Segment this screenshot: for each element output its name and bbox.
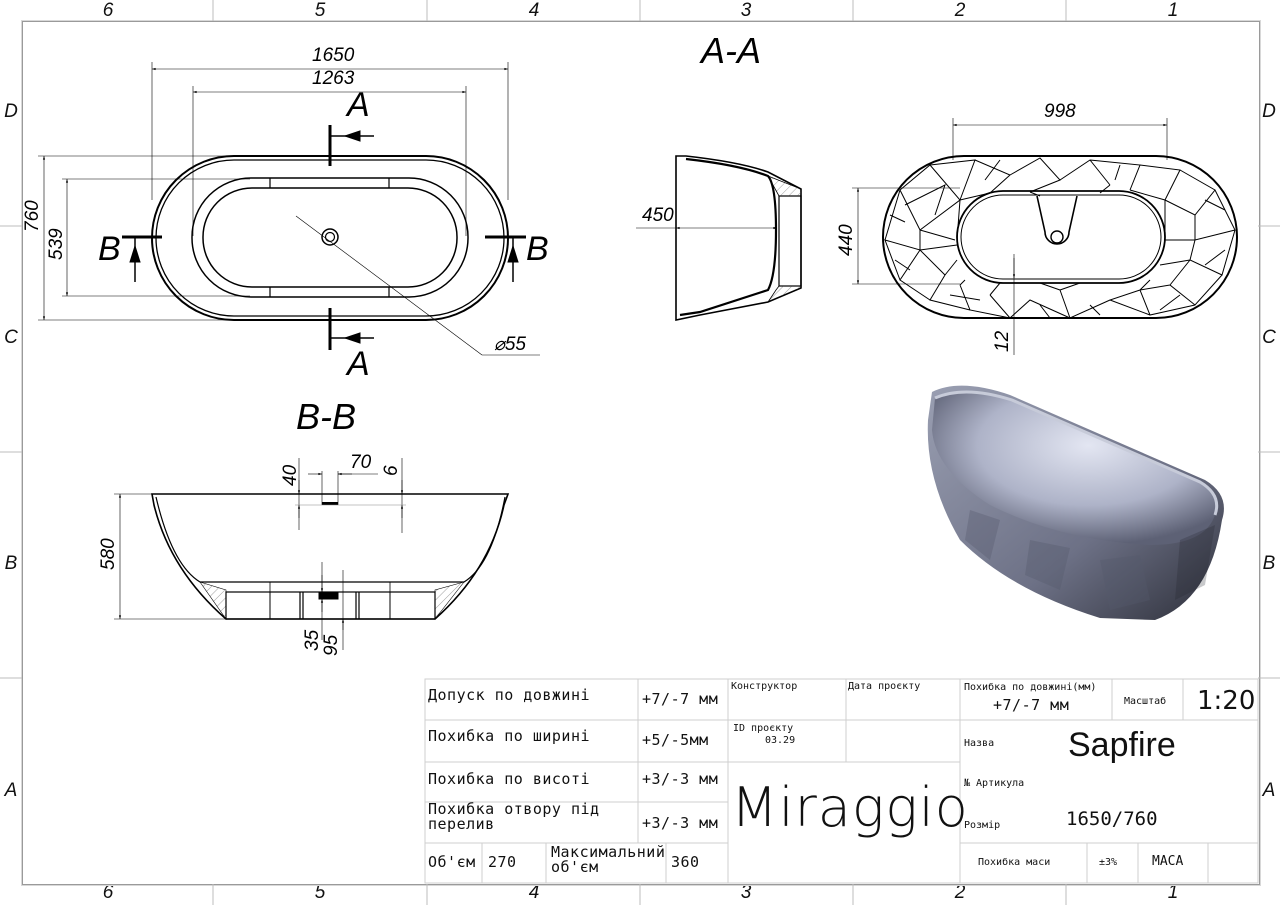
zone-col-6-top: 6 <box>102 0 114 21</box>
zone-row-b-left: B <box>4 553 18 574</box>
dim-bottom-offset: 12 <box>992 330 1013 352</box>
zone-row-c-left: C <box>4 327 18 348</box>
product-name: Sapfire <box>1068 726 1176 764</box>
scale-value: 1:20 <box>1197 686 1256 716</box>
tolerance-length-label: Допуск по довжині <box>428 686 591 704</box>
zone-row-a-right: A <box>1262 780 1276 801</box>
zone-col-6-bottom: 6 <box>102 882 114 903</box>
max-volume-label: Максимальний об'єм <box>551 843 666 876</box>
tolerance-overflow-label: Похибка отвору під перелив <box>428 800 600 833</box>
dim-overflow-70: 70 <box>350 452 372 473</box>
name-label: Назва <box>964 738 995 749</box>
zone-row-d-right: D <box>1262 101 1276 122</box>
volume-label: Об'єм <box>428 853 476 871</box>
zone-col-1-bottom: 1 <box>1167 882 1179 903</box>
zone-col-3-top: 3 <box>740 0 752 21</box>
tolerance-width-label: Похибка по ширині <box>428 727 591 745</box>
zone-row-d-left: D <box>4 101 18 122</box>
article-label: № Артикула <box>964 778 1025 789</box>
length-tolerance-label: Похибка по довжині(мм) <box>964 682 1097 693</box>
scale-label: Масштаб <box>1124 696 1167 707</box>
zone-col-5-bottom: 5 <box>314 882 326 903</box>
zone-row-a-left: A <box>4 780 18 801</box>
section-aa-title: A-A <box>701 30 762 71</box>
section-bb-title: B-B <box>296 396 357 437</box>
dim-overall-width: 760 <box>22 200 43 232</box>
section-mark-b-right: B <box>526 230 549 268</box>
max-volume-value: 360 <box>671 853 700 871</box>
zone-col-2-top: 2 <box>954 0 966 21</box>
zone-row-b-right: B <box>1262 553 1276 574</box>
zone-col-1-top: 1 <box>1167 0 1179 21</box>
dim-inner-width: 539 <box>46 228 67 260</box>
dim-bottom-width: 440 <box>836 224 857 256</box>
zone-col-4-top: 4 <box>528 0 540 21</box>
size-value: 1650/760 <box>1066 808 1158 830</box>
tolerance-height-label: Похибка по висоті <box>428 770 591 788</box>
tolerance-height-value: +3/-3 мм <box>642 770 719 788</box>
brand-logo: Miraggio <box>731 776 969 839</box>
dim-drain-diameter: ⌀55 <box>494 334 526 355</box>
section-mark-a-top: A <box>347 86 370 124</box>
tolerance-overflow-value: +3/-3 мм <box>642 814 719 832</box>
zone-col-3-bottom: 3 <box>740 882 752 903</box>
project-id-label: ID проєкту <box>733 723 794 734</box>
zone-col-4-bottom: 4 <box>528 882 540 903</box>
length-tolerance-value: +7/-7 мм <box>993 696 1070 714</box>
dim-drain-95: 95 <box>321 634 342 656</box>
dim-depth-450: 450 <box>642 205 674 226</box>
size-label: Розмір <box>964 820 1001 831</box>
project-date-label: Дата проєкту <box>848 681 921 692</box>
designer-label: Конструктор <box>731 681 798 692</box>
mass-tolerance-label: Похибка маси <box>978 857 1051 868</box>
zone-col-5-top: 5 <box>314 0 326 21</box>
dim-overflow-40: 40 <box>280 464 301 486</box>
dim-inner-length: 1263 <box>312 68 355 89</box>
dim-overall-length: 1650 <box>312 45 355 66</box>
drawing-frame <box>22 21 1260 885</box>
zone-col-2-bottom: 2 <box>954 882 966 903</box>
section-mark-a-bottom: A <box>347 345 370 383</box>
mass-label: МАСА <box>1152 854 1184 869</box>
tolerance-width-value: +5/-5мм <box>642 731 709 749</box>
mass-tolerance-value: ±3% <box>1099 857 1118 868</box>
section-mark-b-left: B <box>98 230 121 268</box>
dim-height-580: 580 <box>98 538 119 570</box>
volume-value: 270 <box>488 853 517 871</box>
render-3d-bathtub <box>927 385 1224 620</box>
facet-mesh <box>884 157 1236 319</box>
dim-overflow-6: 6 <box>381 465 402 476</box>
project-id-value: 03.29 <box>765 735 796 746</box>
zone-row-c-right: C <box>1262 327 1276 348</box>
dim-bottom-length: 998 <box>1044 101 1076 122</box>
tolerance-length-value: +7/-7 мм <box>642 690 719 708</box>
